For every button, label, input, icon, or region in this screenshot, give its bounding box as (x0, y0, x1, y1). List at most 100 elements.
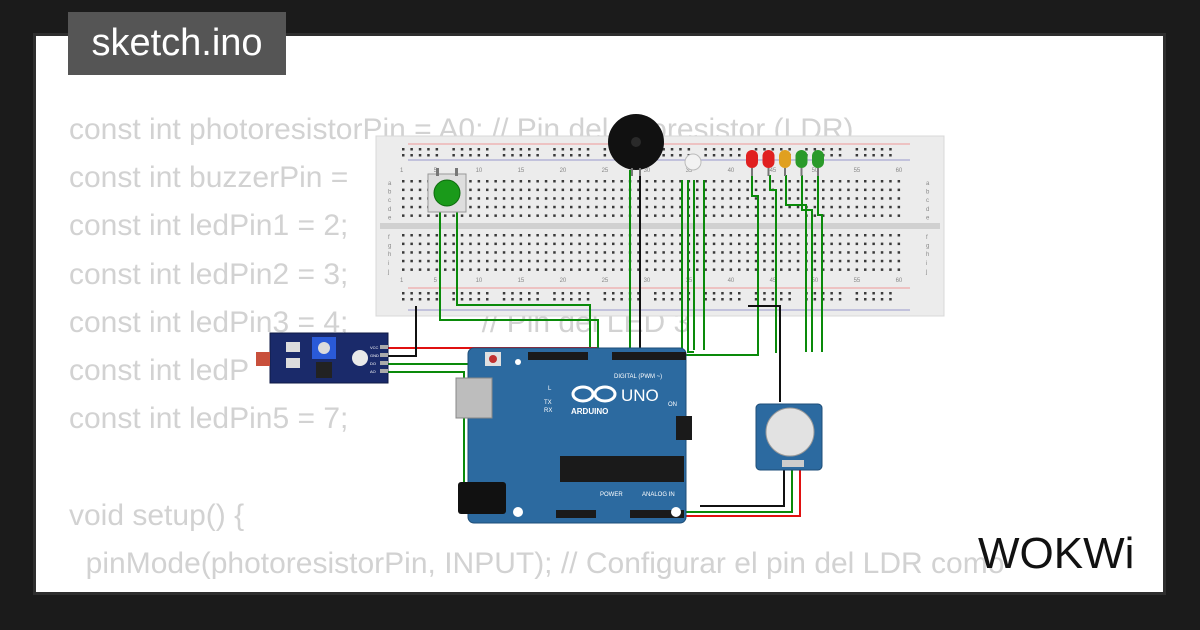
led-4[interactable] (795, 150, 808, 176)
column-number: 20 (560, 168, 567, 174)
code-line: const int ledPin5 = 7; 5 (69, 402, 599, 436)
wire-button-2 (456, 210, 591, 356)
pushbutton[interactable] (427, 168, 467, 213)
l-label: L (548, 386, 552, 392)
column-number: 1 (400, 278, 404, 284)
power-header-label: POWER (600, 492, 623, 498)
potentiometer[interactable] (755, 403, 823, 471)
row-letter: j (925, 269, 927, 275)
column-number: 60 (896, 278, 903, 284)
column-number: 55 (854, 278, 861, 284)
wire-rgb-2 (687, 180, 694, 353)
column-number: 25 (602, 168, 609, 174)
breadboard-holes (402, 148, 901, 301)
row-letter: e (926, 215, 930, 221)
digital-header-label: DIGITAL (PWM ~) (614, 374, 662, 380)
row-letter: j (387, 269, 389, 275)
column-number: 10 (476, 168, 483, 174)
sensor-pins (380, 345, 388, 373)
column-number: 25 (602, 278, 609, 284)
row-letter: h (388, 252, 391, 258)
wire-led-3 (785, 175, 807, 352)
sensor-pin-label: VCC (370, 345, 379, 350)
board-model-label: UNO (621, 386, 659, 405)
row-letter: g (388, 244, 391, 250)
row-letter: d (926, 207, 929, 213)
code-background: const int photoresistorPin = A0; // Pin … (69, 106, 1005, 592)
column-number: 30 (644, 278, 651, 284)
column-number: 35 (686, 168, 693, 174)
column-number: 40 (728, 278, 735, 284)
code-line: const int ledPin2 = 3; (69, 257, 349, 291)
wire-led-4 (801, 175, 813, 352)
row-letter: a (388, 181, 392, 187)
light-sensor-module[interactable]: VCC GND DO AO (256, 332, 389, 384)
row-letter: f (388, 235, 390, 241)
column-number: 50 (812, 278, 819, 284)
row-letter: i (926, 261, 927, 267)
code-line: pinMode(photoresistorPin, INPUT); // Con… (69, 546, 1005, 580)
led-2[interactable] (762, 150, 775, 176)
sensor-pin-label: DO (370, 361, 376, 366)
column-number: 15 (518, 168, 525, 174)
wire-pot-sig (660, 462, 793, 513)
column-number: 30 (644, 168, 651, 174)
row-letter: f (926, 235, 928, 241)
code-line: void setup() { (69, 498, 245, 532)
led-group[interactable] (746, 150, 824, 176)
wokwi-logo: WOKWi (978, 529, 1134, 578)
board-brand-label: ARDUINO (571, 407, 608, 416)
column-number: 5 (434, 278, 438, 284)
file-title-tab[interactable]: sketch.ino (68, 12, 286, 75)
row-letter: h (926, 252, 929, 258)
wire-button-1 (439, 210, 599, 356)
code-line: const int ledP 4 (69, 353, 515, 387)
wires (388, 170, 823, 517)
code-line: const int buzzerPin = (69, 161, 357, 195)
row-letter: i (388, 261, 389, 267)
wire-pot-gnd (700, 462, 785, 507)
row-letter: a (926, 181, 930, 187)
column-number: 10 (476, 278, 483, 284)
column-number: 55 (854, 168, 861, 174)
column-number: 15 (518, 278, 525, 284)
led-5[interactable] (812, 150, 824, 176)
column-number: 20 (560, 278, 567, 284)
sensor-pin-label: AO (370, 369, 376, 374)
wire-led-1 (616, 175, 759, 356)
column-number: 1 (400, 168, 404, 174)
led-3[interactable] (779, 150, 791, 176)
wire-sensor-gnd (388, 306, 417, 357)
column-number: 60 (896, 168, 903, 174)
row-letter: c (388, 198, 391, 204)
arduino-logo-icon (571, 385, 617, 403)
wire-gnd-rail (748, 305, 781, 402)
row-letter: g (926, 244, 929, 250)
tx-label: TX (544, 400, 552, 406)
column-number: 50 (812, 168, 819, 174)
sensor-pin-label: GND (370, 353, 379, 358)
rx-label: RX (544, 408, 552, 414)
wokwi-logo-text: WOKWi (978, 529, 1134, 578)
column-number: 5 (434, 168, 438, 174)
wire-led-2 (769, 175, 777, 353)
wire-led-5 (817, 175, 823, 352)
column-number: 35 (686, 278, 693, 284)
led-1[interactable] (746, 150, 758, 176)
column-number: 45 (770, 278, 777, 284)
rgb-led[interactable] (684, 153, 702, 171)
on-label: ON (668, 402, 677, 408)
breadboard[interactable]: 1155101015152020252530303535404045455050… (375, 135, 945, 317)
arduino-uno-board[interactable]: UNO ARDUINO DIGITAL (PWM ~) POWER ANALOG… (455, 347, 692, 524)
row-letter: b (388, 190, 392, 196)
buzzer[interactable] (608, 114, 664, 176)
row-letter: c (926, 198, 929, 204)
column-number: 45 (770, 168, 777, 174)
column-number: 40 (728, 168, 735, 174)
row-letter: e (388, 215, 392, 221)
breadboard-column-numbers: 1155101015152020252530303535404045455050… (400, 168, 903, 284)
analog-header-label: ANALOG IN (642, 492, 675, 498)
row-letter: b (926, 190, 930, 196)
